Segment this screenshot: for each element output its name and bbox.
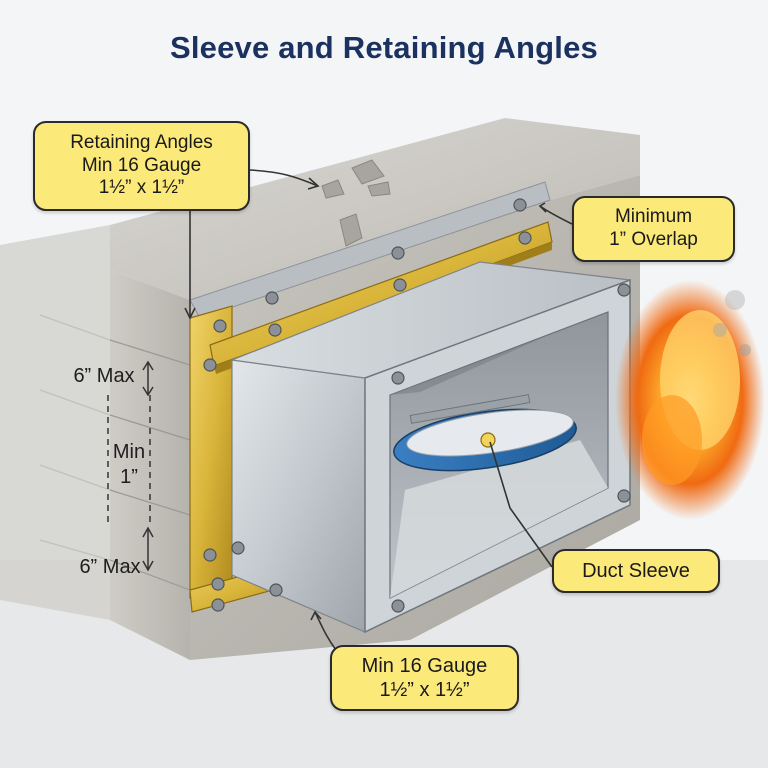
callout-line: 1½” x 1½” bbox=[379, 679, 470, 701]
damper-axle bbox=[409, 394, 531, 424]
callout-duct-sleeve: Duct Sleeve bbox=[552, 549, 720, 593]
bolts bbox=[203, 198, 631, 613]
damper-pivot bbox=[480, 432, 496, 448]
top-steel-flange bbox=[189, 181, 551, 319]
callout-line: 1½” x 1½” bbox=[98, 177, 185, 199]
callout-line: Min 16 Gauge bbox=[81, 154, 202, 176]
callout-line: Minimum bbox=[614, 206, 693, 228]
dimension-min: Min 1” bbox=[108, 440, 150, 490]
dimension-top-max: 6” Max bbox=[73, 365, 135, 387]
rubble bbox=[321, 159, 391, 247]
callout-line: 1” Overlap bbox=[609, 229, 698, 250]
dimension-min-line: 1” bbox=[120, 466, 138, 488]
callout-line: Min 16 Gauge bbox=[361, 655, 488, 677]
callout-bottom-angle: Min 16 Gauge 1½” x 1½” bbox=[330, 645, 519, 711]
sleeve-inner-floor bbox=[390, 440, 608, 598]
callout-line: Duct Sleeve bbox=[582, 560, 690, 582]
dimension-bottom-max: 6” Max bbox=[79, 556, 141, 578]
fire-effect bbox=[615, 280, 765, 520]
diagram-title: Sleeve and Retaining Angles bbox=[169, 30, 599, 65]
callout-retaining-angles: Retaining Angles Min 16 Gauge 1½” x 1½” bbox=[33, 121, 250, 211]
sleeve-inner-top bbox=[390, 312, 608, 395]
callout-minimum-overlap: Minimum 1” Overlap bbox=[572, 196, 735, 262]
dimension-lines bbox=[107, 360, 154, 572]
callout-line: Retaining Angles bbox=[70, 131, 213, 153]
wall-top bbox=[110, 118, 640, 300]
leader-lines bbox=[184, 169, 573, 651]
wall-left-extension bbox=[0, 225, 110, 620]
dimension-min-line: Min bbox=[112, 441, 146, 463]
